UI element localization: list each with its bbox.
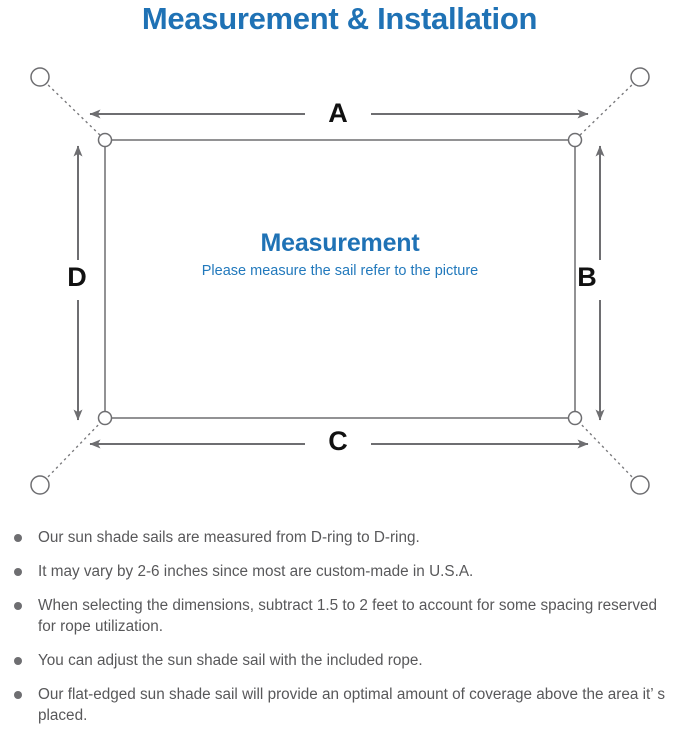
bullet-icon bbox=[14, 568, 22, 576]
page-title: Measurement & Installation bbox=[141, 1, 538, 36]
bullet-icon bbox=[14, 534, 22, 542]
notes-list: Our sun shade sails are measured from D-… bbox=[10, 527, 675, 726]
note-text: You can adjust the sun shade sail with t… bbox=[38, 652, 423, 669]
dimension-label-c: C bbox=[328, 426, 348, 456]
d-ring-top-left bbox=[97, 132, 113, 148]
dimension-label-d: D bbox=[67, 262, 87, 292]
d-ring-bottom-left bbox=[97, 410, 113, 426]
d-ring-top-right bbox=[567, 132, 583, 148]
d-ring-bottom-right bbox=[567, 410, 583, 426]
list-item: Our sun shade sails are measured from D-… bbox=[10, 527, 675, 548]
rope-top-left bbox=[43, 80, 104, 139]
dimension-label-b: B bbox=[577, 262, 597, 292]
rope-bottom-left bbox=[43, 419, 104, 482]
bullet-icon bbox=[14, 602, 22, 610]
note-text: Our flat-edged sun shade sail will provi… bbox=[38, 686, 665, 724]
list-item: Our flat-edged sun shade sail will provi… bbox=[10, 684, 675, 726]
list-item: You can adjust the sun shade sail with t… bbox=[10, 650, 675, 671]
list-item: When selecting the dimensions, subtract … bbox=[10, 595, 675, 637]
diagram-svg bbox=[30, 67, 650, 495]
bullet-icon bbox=[14, 657, 22, 665]
note-text: It may vary by 2-6 inches since most are… bbox=[38, 563, 474, 580]
anchor-point-bottom-right bbox=[630, 475, 650, 495]
anchor-point-bottom-left bbox=[30, 475, 50, 495]
anchor-points bbox=[30, 67, 650, 495]
sail-body bbox=[104, 139, 576, 419]
rope-bottom-right bbox=[576, 419, 637, 482]
sail-measurement-diagram bbox=[0, 48, 679, 513]
dimension-label-a: A bbox=[328, 98, 348, 128]
rope-lines bbox=[43, 80, 637, 482]
note-text: Our sun shade sails are measured from D-… bbox=[38, 529, 420, 546]
rope-top-right bbox=[576, 80, 637, 139]
list-item: It may vary by 2-6 inches since most are… bbox=[10, 561, 675, 582]
anchor-point-top-left bbox=[30, 67, 50, 87]
bullet-icon bbox=[14, 691, 22, 699]
d-rings bbox=[97, 132, 583, 426]
anchor-point-top-right bbox=[630, 67, 650, 87]
note-text: When selecting the dimensions, subtract … bbox=[38, 597, 658, 635]
